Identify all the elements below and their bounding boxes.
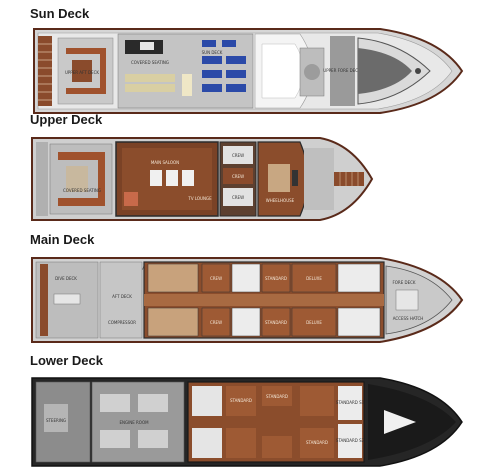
upper-wheelhouse-label: WHEELHOUSE	[266, 198, 295, 203]
upper-crew-1-label: CREW	[232, 153, 244, 158]
lower-steering-label: STEERING	[46, 418, 66, 423]
sun-upper-fore-deck-label: UPPER FORE DECK	[323, 68, 361, 73]
upper-covered-seating-label: COVERED SEATING	[63, 188, 101, 193]
main-deluxe-2-label: DELUXE	[306, 320, 322, 325]
main-dive-deck-label: DIVE DECK	[55, 276, 77, 281]
main-compressor-label: COMPRESSOR	[108, 320, 136, 325]
upper-main-saloon-label: MAIN SALOON	[151, 160, 179, 165]
sun-covered-seating-label: COVERED SEATING	[131, 60, 169, 65]
main-standard-1-label: STANDARD	[265, 276, 287, 281]
main-crew-2-label: CREW	[210, 320, 222, 325]
sun-deck-title: Sun Deck	[30, 6, 90, 21]
upper-deck-plan: COVERED SEATING MAIN SALOON TV LOUNGE CR…	[31, 137, 374, 221]
main-standard-2-label: STANDARD	[265, 320, 287, 325]
lower-standard-1-label: STANDARD	[230, 398, 252, 403]
upper-deck-title: Upper Deck	[30, 112, 103, 127]
main-fore-deck-label: FORE DECK	[392, 280, 415, 285]
upper-crew-2-label: CREW	[232, 174, 244, 179]
lower-standard-3-label: STANDARD	[306, 440, 328, 445]
main-deck-plan: DIVE DECK AFT DECK ACCESS COMPRESSOR CRE…	[31, 257, 464, 343]
main-deluxe-1-label: DELUXE	[306, 276, 322, 281]
main-access-hatch-label: ACCESS HATCH	[393, 316, 424, 321]
upper-crew-3-label: CREW	[232, 195, 244, 200]
sun-upper-aft-deck-label: UPPER AFT DECK	[65, 70, 99, 75]
lower-standard-2-label: STANDARD	[266, 394, 288, 399]
lower-deck-title: Lower Deck	[30, 353, 103, 368]
lower-standard-s1-label: STANDARD S1	[336, 400, 365, 405]
lower-standard-s2-label: STANDARD S2	[336, 438, 365, 443]
lower-deck-plan: STEERING ENGINE ROOM STANDARD STANDARD S…	[31, 377, 463, 467]
sun-deck-plan: UPPER AFT DECK COVERED SEATING SUN DECK …	[33, 28, 464, 114]
upper-tv-lounge-label: TV LOUNGE	[187, 196, 212, 201]
sun-deck-label: SUN DECK	[202, 50, 223, 55]
main-deck-title: Main Deck	[30, 232, 95, 247]
main-aft-deck-label: AFT DECK	[112, 294, 132, 299]
lower-engine-room-label: ENGINE ROOM	[119, 420, 149, 425]
main-crew-1-label: CREW	[210, 276, 222, 281]
